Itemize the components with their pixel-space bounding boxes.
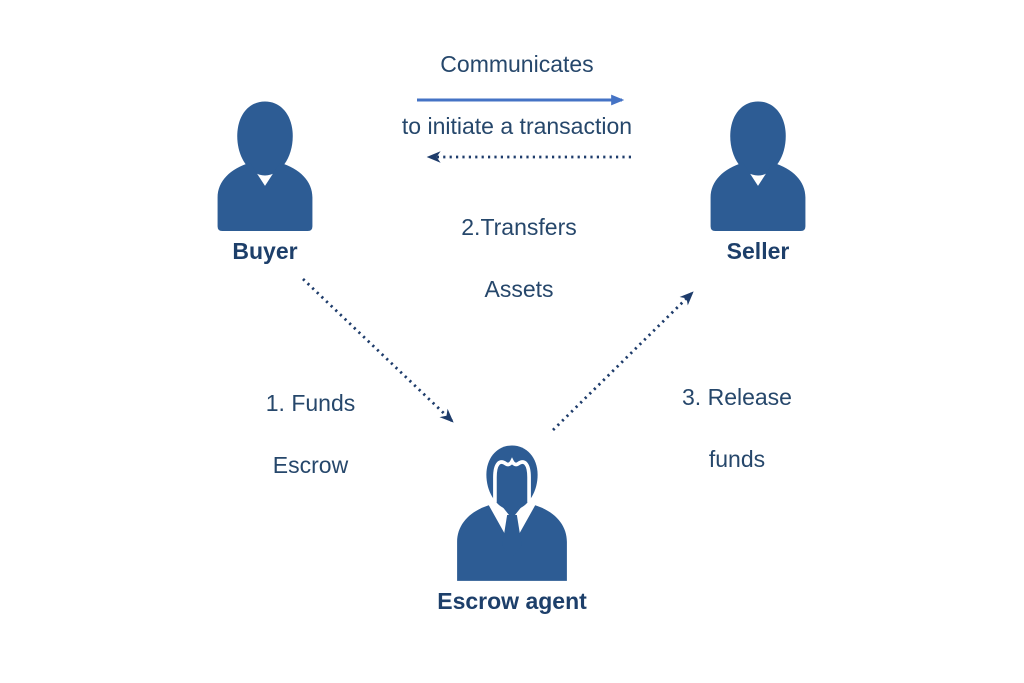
seller-person-icon — [710, 101, 806, 231]
step-transfers-line2: Assets — [484, 276, 554, 302]
actor-buyer: Buyer — [207, 98, 323, 265]
step-funds-line2: Escrow — [272, 452, 349, 478]
step-release-line1: 3. Release — [682, 384, 792, 410]
funds-escrow-arrow — [302, 277, 454, 423]
step-release-line2: funds — [708, 446, 766, 472]
top-caption-line2: to initiate a transaction — [401, 113, 633, 139]
escrow-agent-businessman-icon — [457, 445, 567, 581]
top-caption: Communicates to initiate a transaction — [312, 18, 722, 173]
actor-escrow-agent: Escrow agent — [437, 443, 587, 615]
step-release-label: 3. Release funds — [653, 351, 821, 506]
step-funds-label: 1. Funds Escrow — [228, 357, 393, 512]
step-funds-line1: 1. Funds — [265, 390, 356, 416]
escrow-agent-label: Escrow agent — [437, 588, 587, 614]
actor-seller: Seller — [700, 98, 816, 265]
top-caption-line1: Communicates — [440, 51, 594, 77]
seller-label: Seller — [726, 238, 790, 264]
buyer-person-icon — [217, 101, 313, 231]
step-transfers-line1: 2.Transfers — [461, 214, 577, 240]
release-funds-arrow — [552, 291, 694, 431]
step-transfers-label: 2.Transfers Assets — [419, 181, 619, 336]
buyer-label: Buyer — [232, 238, 298, 264]
